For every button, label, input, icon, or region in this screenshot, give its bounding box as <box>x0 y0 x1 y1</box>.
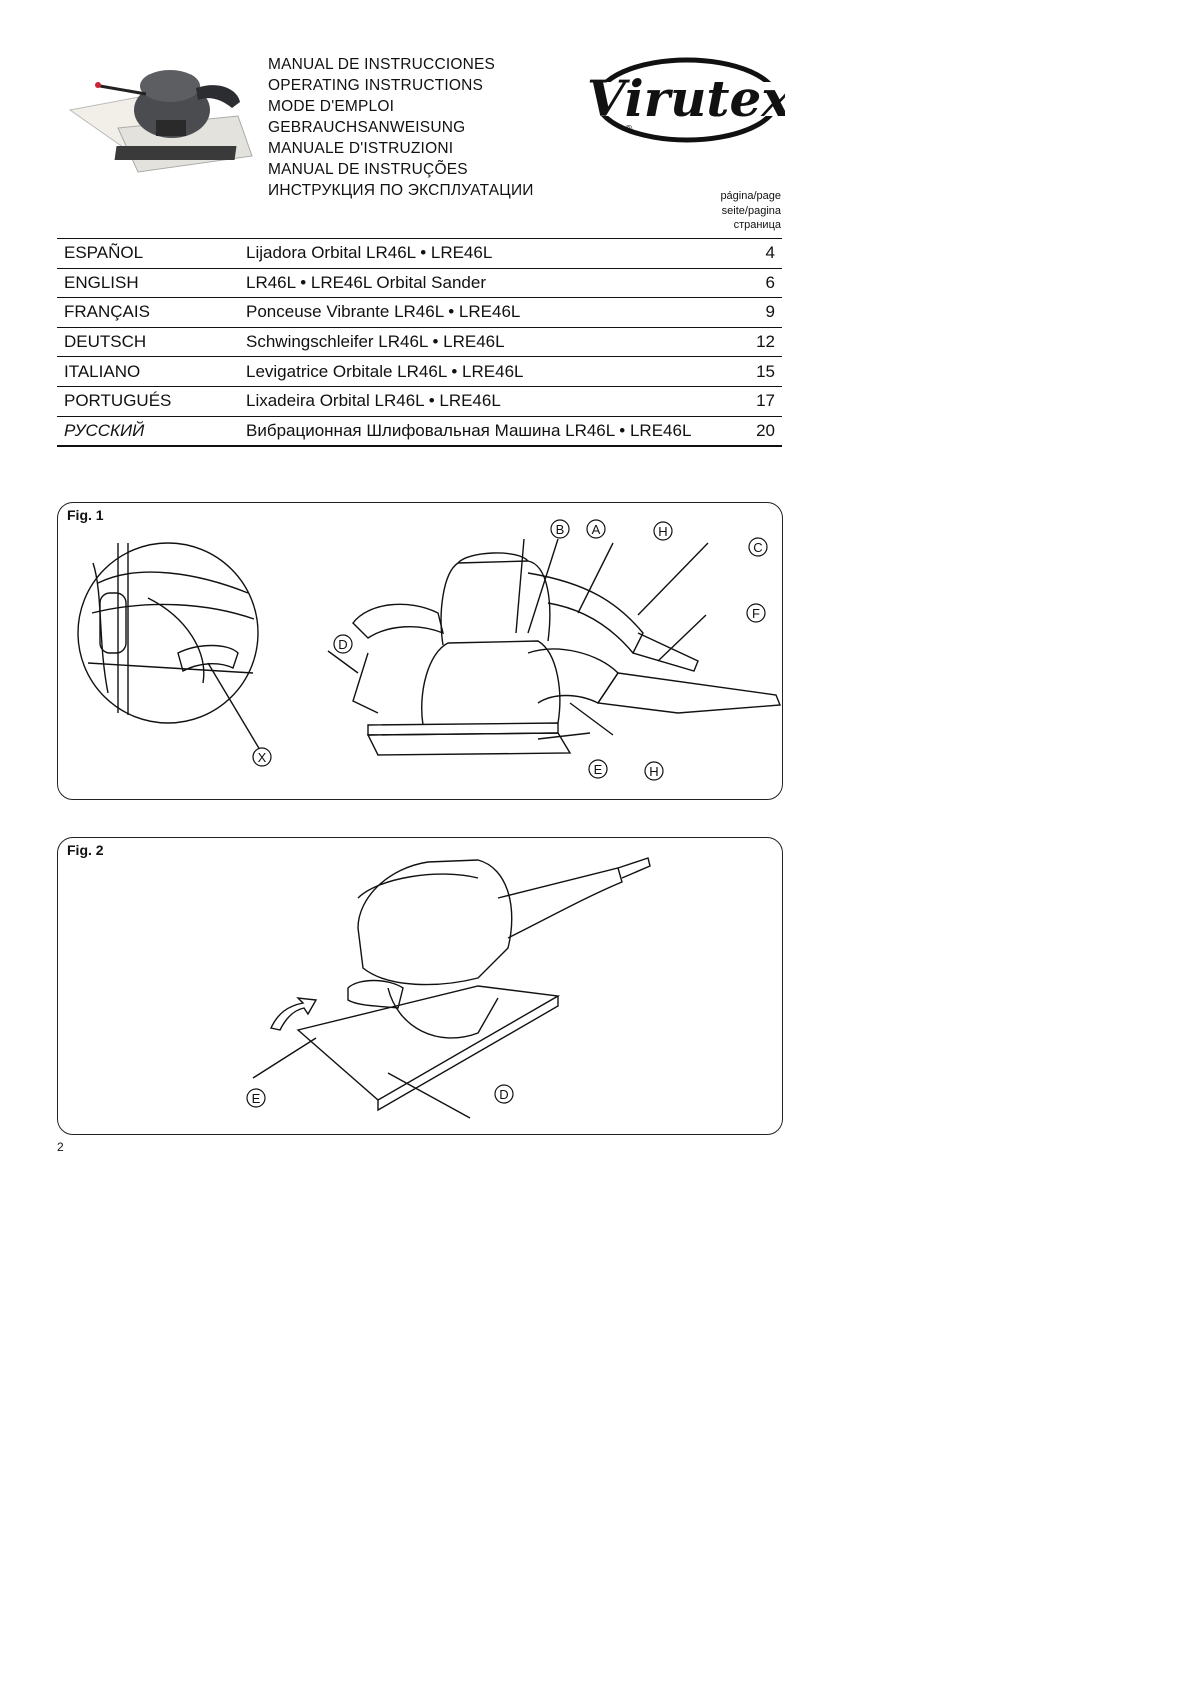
figure-2: Fig. 2 E D <box>57 837 783 1135</box>
manual-title: OPERATING INSTRUCTIONS <box>268 77 484 94</box>
toc-language: ENGLISH <box>64 272 139 292</box>
callout-x: X <box>258 750 267 765</box>
page-header-line: страница <box>733 219 781 231</box>
callout-d: D <box>338 637 347 652</box>
toc-row: РУССКИЙ Вибрационная Шлифовальная Машина… <box>57 416 782 446</box>
callout-c: C <box>753 540 762 555</box>
figure-1: Fig. 1 <box>57 502 783 800</box>
toc-title: LR46L • LRE46L Orbital Sander <box>246 272 487 292</box>
callout-f: F <box>752 606 760 621</box>
toc-language: ESPAÑOL <box>64 243 144 263</box>
callout-b: B <box>556 522 565 537</box>
callout-marker <box>246 1088 266 1108</box>
figure-1-drawing: B A H C F D E H X <box>77 519 782 781</box>
product-photo <box>68 70 253 173</box>
callout-a: A <box>592 522 601 537</box>
toc-language: РУССКИЙ <box>64 420 145 440</box>
virutex-logo: Virutex ® <box>587 57 785 143</box>
front-handle <box>352 603 445 639</box>
manual-titles: MANUAL DE INSTRUCCIONES OPERATING INSTRU… <box>268 54 534 201</box>
figure-label: Fig. 2 <box>67 842 104 858</box>
toc-title: Вибрационная Шлифовальная Машина LR46L •… <box>246 420 692 440</box>
toc-page: 12 <box>756 332 775 352</box>
toc-title: Lixadeira Orbital LR46L • LRE46L <box>246 391 501 411</box>
toc-language: DEUTSCH <box>64 332 147 352</box>
rotation-arrow-icon <box>269 997 318 1031</box>
toc-row: ESPAÑOL Lijadora Orbital LR46L • LRE46L … <box>57 238 782 269</box>
toc-title: Levigatrice Orbitale LR46L • LRE46L <box>246 361 524 381</box>
toc-page: 17 <box>756 391 775 411</box>
manual-title: MANUAL DE INSTRUCCIONES <box>268 56 496 73</box>
page-column-header: página/page seite/pagina страница <box>720 189 781 233</box>
toc-page: 4 <box>765 243 775 263</box>
figure-2-drawing: E D <box>246 857 651 1119</box>
callout-marker <box>653 521 673 541</box>
callout-marker <box>746 603 766 623</box>
contents-table: ESPAÑOL Lijadora Orbital LR46L • LRE46L … <box>57 238 782 447</box>
callout-marker <box>333 634 353 654</box>
toc-page: 6 <box>765 272 775 292</box>
page-header-line: página/page <box>720 190 781 202</box>
callout-marker <box>252 747 272 767</box>
toc-language: PORTUGUÉS <box>64 391 172 411</box>
callout-marker <box>586 519 606 539</box>
manual-title: MANUALE D'ISTRUZIONI <box>268 140 454 157</box>
toc-row: ENGLISH LR46L • LRE46L Orbital Sander 6 <box>57 268 782 298</box>
toc-row: DEUTSCH Schwingschleifer LR46L • LRE46L … <box>57 327 782 357</box>
toc-row: PORTUGUÉS Lixadeira Orbital LR46L • LRE4… <box>57 386 782 417</box>
registered-mark: ® <box>625 124 633 135</box>
sanding-base <box>296 985 561 1101</box>
callout-h-top: H <box>658 524 667 539</box>
page-number: 2 <box>57 1140 64 1154</box>
toc-title: Ponceuse Vibrante LR46L • LRE46L <box>246 302 521 322</box>
toc-title: Schwingschleifer LR46L • LRE46L <box>246 332 505 352</box>
callout-marker <box>588 759 608 779</box>
manual-title: ИНСТРУКЦИЯ ПО ЭКСПЛУАТАЦИИ <box>268 182 534 199</box>
toc-title: Lijadora Orbital LR46L • LRE46L <box>246 243 493 263</box>
callout-marker <box>494 1084 514 1104</box>
callout-marker <box>550 519 570 539</box>
callout-marker <box>644 761 664 781</box>
callout-marker <box>748 537 768 557</box>
callout-h-bottom: H <box>649 764 658 779</box>
callout-e: E <box>594 762 603 777</box>
toc-page: 9 <box>765 302 775 322</box>
toc-page: 15 <box>756 361 775 381</box>
page-header-line: seite/pagina <box>721 204 781 217</box>
toc-row: ITALIANO Levigatrice Orbitale LR46L • LR… <box>57 357 782 387</box>
toc-page: 20 <box>756 420 775 440</box>
figure-label: Fig. 1 <box>67 507 104 523</box>
toc-language: FRANÇAIS <box>64 302 150 322</box>
callout-e: E <box>252 1091 261 1106</box>
logo-text: Virutex <box>587 69 785 128</box>
toc-language: ITALIANO <box>64 361 141 381</box>
manual-title: MODE D'EMPLOI <box>268 98 395 115</box>
manual-title: GEBRAUCHSANWEISUNG <box>268 119 466 136</box>
detail-magnifier <box>77 542 259 724</box>
dust-bag <box>596 672 782 714</box>
callout-d: D <box>499 1087 508 1102</box>
toc-row: FRANÇAIS Ponceuse Vibrante LR46L • LRE46… <box>57 298 782 328</box>
manual-title: MANUAL DE INSTRUÇÕES <box>268 161 468 178</box>
